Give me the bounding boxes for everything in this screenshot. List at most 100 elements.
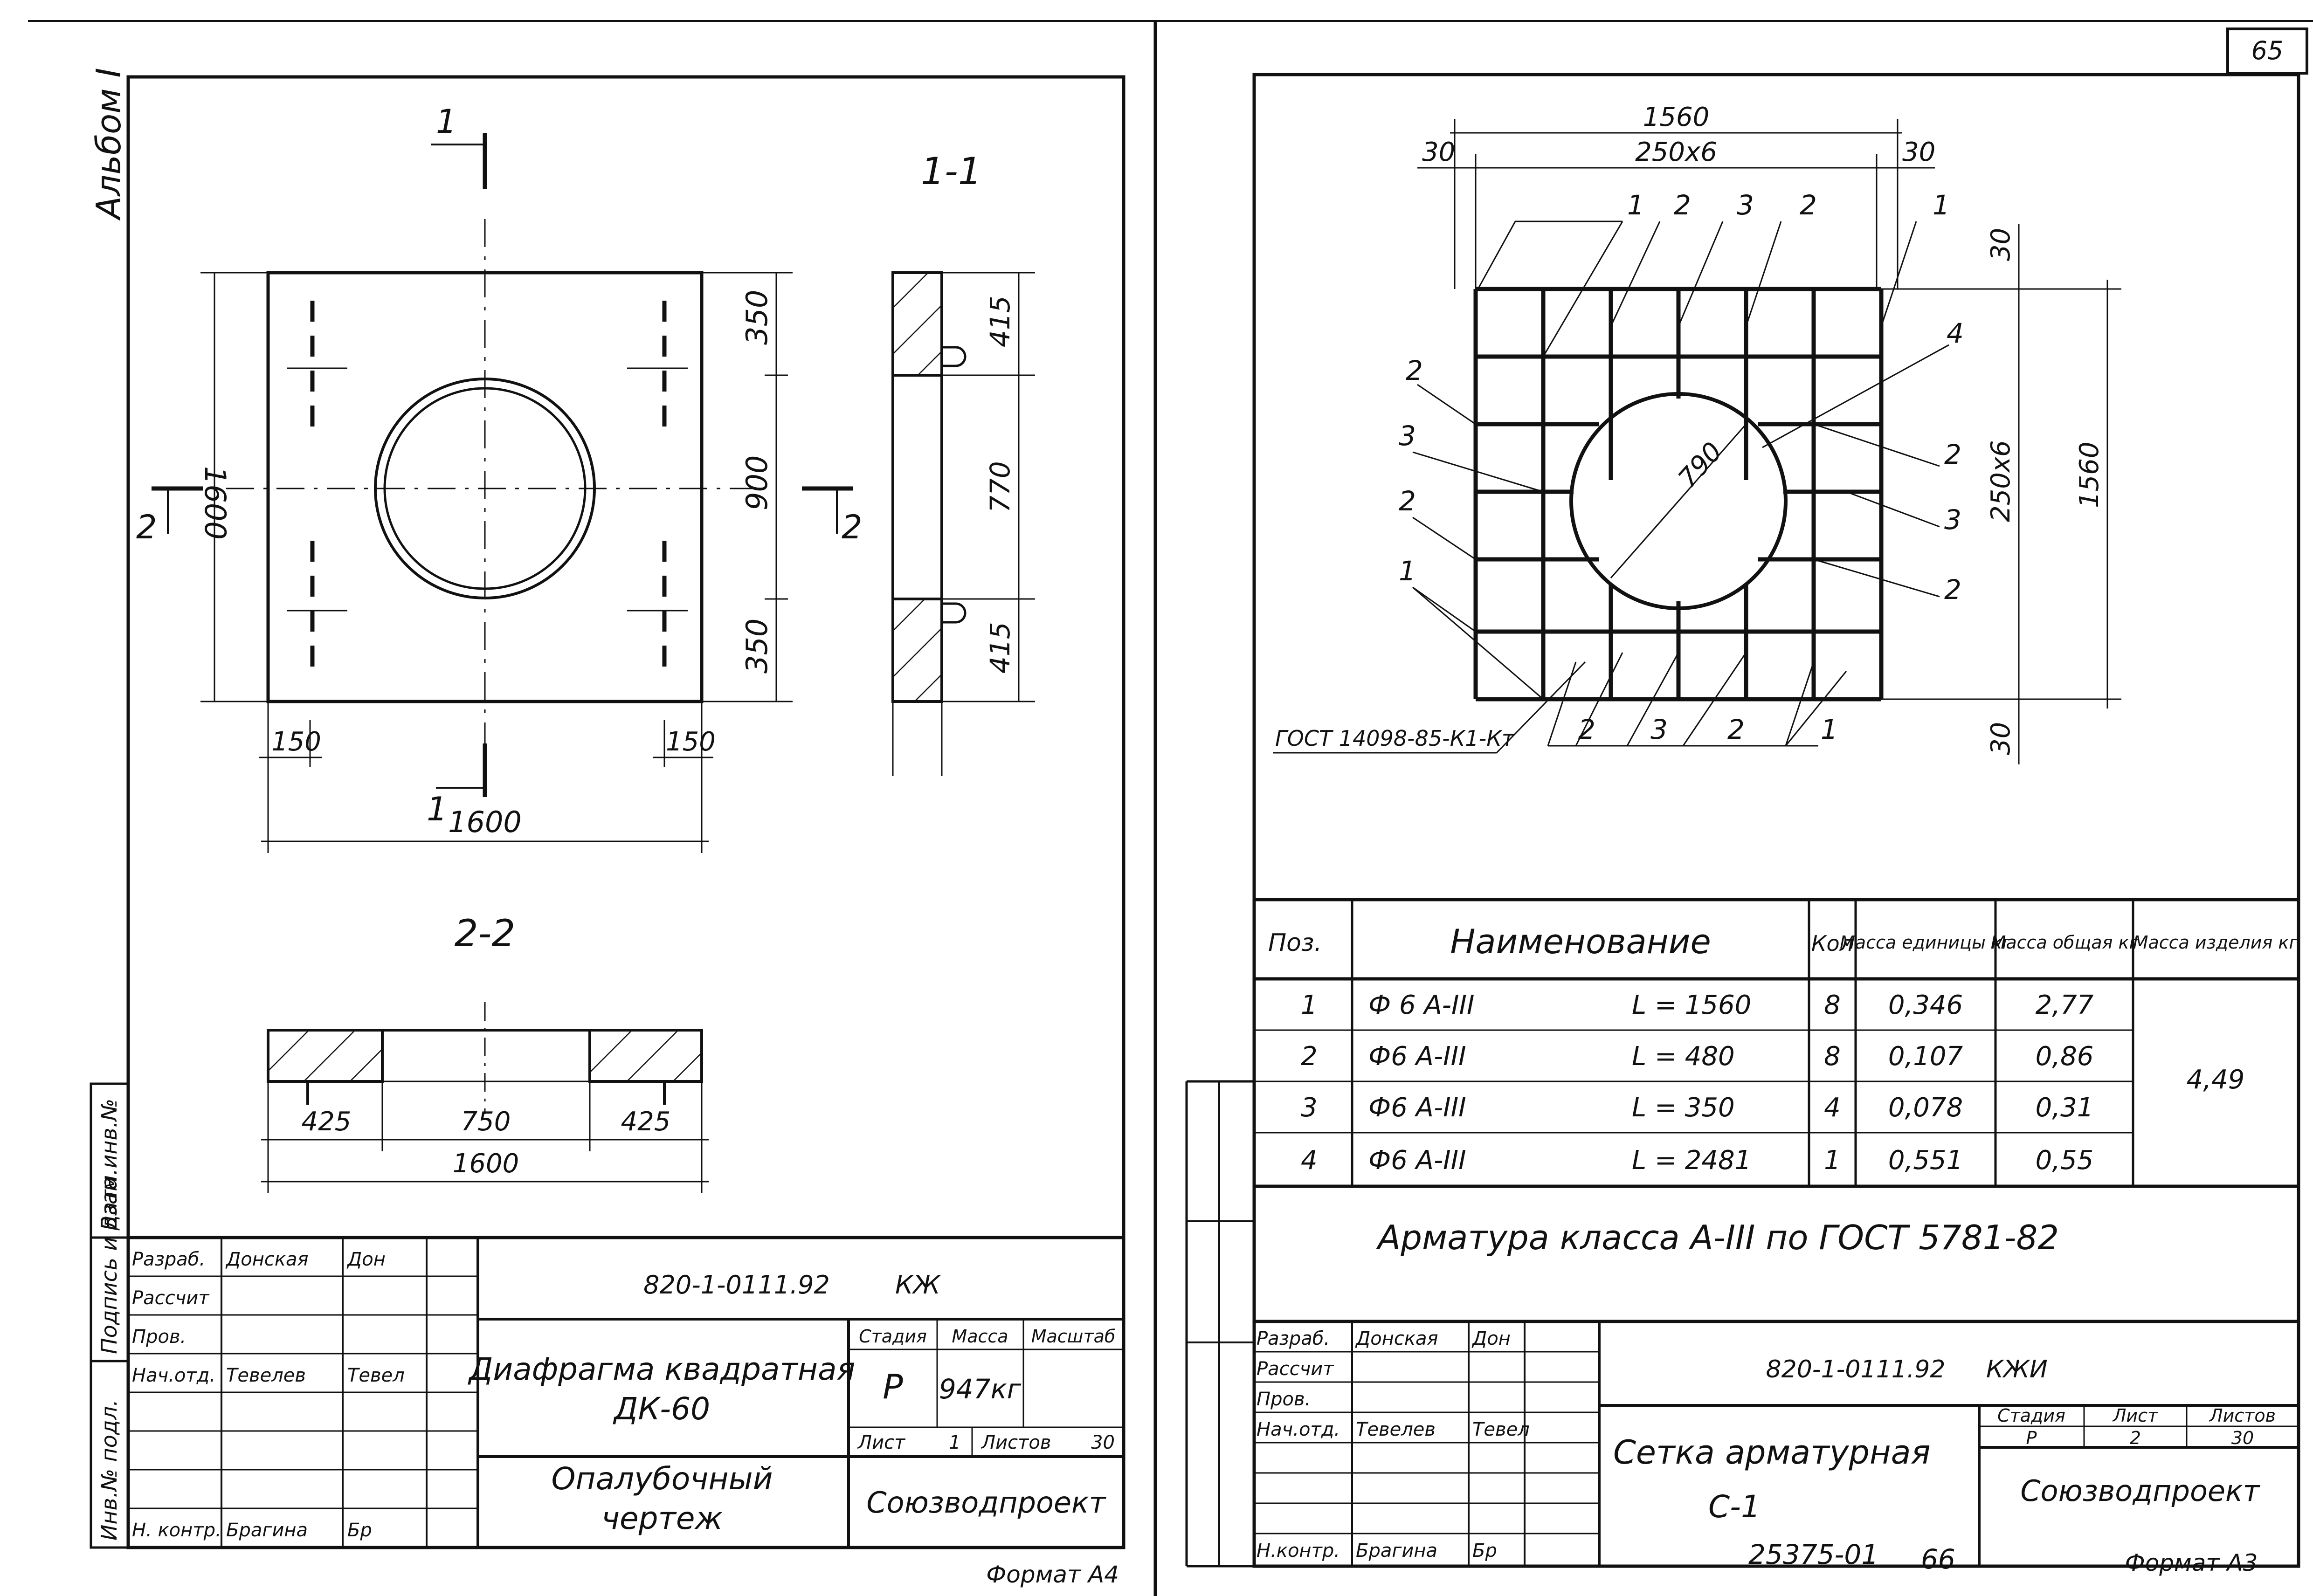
- left-name-4: Тевелев: [226, 1365, 306, 1386]
- spec-length: L = 480: [1632, 1041, 1735, 1072]
- right-role-4: Нач.отд.: [1257, 1419, 1340, 1440]
- leader-left-1: 2: [1406, 355, 1423, 386]
- rebar-note: Арматура класса А-III по ГОСТ 5781-82: [1376, 1218, 2059, 1257]
- spec-length: L = 1560: [1632, 990, 1751, 1020]
- plan-dim-height: 1600: [198, 466, 232, 540]
- section-2-2-label: 2-2: [455, 912, 516, 955]
- leader-right-1: 4: [1947, 317, 1964, 349]
- spec-name: Ф 6 А-III: [1368, 990, 1475, 1020]
- mesh-dim-total-h: 1560: [2074, 441, 2105, 508]
- right-role-2: Рассчит: [1257, 1358, 1334, 1380]
- left-sheet: Взам.инв.№ Подпись и дата Инв.№ подл. 1: [90, 75, 1125, 1588]
- leader-top-5: 1: [1933, 189, 1950, 221]
- right-sign-4: Тевел: [1472, 1419, 1530, 1440]
- plan-view: 1 1 2 2 1600 350 900 350: [136, 103, 863, 853]
- right-hdr-stage: Стадия: [1997, 1405, 2065, 1426]
- leader-left-3: 2: [1399, 485, 1416, 517]
- section-1-1-label: 1-1: [921, 150, 982, 193]
- plan-dim-v-top: 350: [740, 290, 774, 345]
- ring-diameter: 790: [1672, 436, 1728, 494]
- leader-right-3: 3: [1944, 504, 1961, 536]
- mesh-dim-inner-w: 250х6: [1635, 137, 1717, 167]
- section-2-2: 2-2 425 750 425 1600: [261, 912, 709, 1193]
- mesh-drawing: 1560 250х6 30 30: [1273, 102, 2121, 764]
- page-number-box: 65: [2226, 28, 2308, 75]
- spec-qty: 1: [1824, 1145, 1841, 1176]
- plan-dim-width: 1600: [448, 805, 522, 839]
- right-name-1: Донская: [1355, 1328, 1438, 1349]
- left-name-8: Брагина: [226, 1520, 308, 1541]
- section-2-2-dim-right: 425: [621, 1107, 671, 1137]
- right-sign-8: Бр: [1472, 1540, 1497, 1562]
- spec-hdr-product-mass: Масса изделия кг: [2133, 932, 2299, 953]
- left-role-2: Рассчит: [132, 1287, 210, 1309]
- left-hdr-scale: Масштаб: [1031, 1326, 1116, 1347]
- left-mark: КЖ: [895, 1270, 941, 1300]
- left-organization: Союзводпроект: [866, 1486, 1106, 1520]
- spec-unit-mass: 0,551: [1888, 1145, 1963, 1176]
- section-2-2-dim-mid: 750: [461, 1107, 511, 1137]
- right-hdr-sheets: Листов: [2209, 1405, 2276, 1426]
- spec-name: Ф6 А-III: [1368, 1093, 1466, 1123]
- side-cell-replace-inv: Взам.инв.№: [97, 1099, 122, 1231]
- plan-dim-v-bottom: 350: [740, 619, 774, 674]
- spec-pos: 1: [1301, 990, 1318, 1020]
- spec-pos: 2: [1301, 1041, 1318, 1072]
- left-subtitle-line2: чертеж: [601, 1500, 723, 1536]
- right-role-8: Н.контр.: [1257, 1540, 1340, 1562]
- spec-name: Ф6 А-III: [1368, 1041, 1466, 1072]
- right-title-line1: Сетка арматурная: [1613, 1433, 1931, 1472]
- right-sheet-no: 2: [2130, 1428, 2141, 1448]
- leader-right-4: 2: [1944, 574, 1961, 605]
- spec-table: Поз. Наименование Кол Масса единицы кг М…: [1254, 898, 2299, 1188]
- spec-total-mass: 0,55: [2036, 1145, 2094, 1176]
- right-title-block: Разраб. Донская Дон Рассчит Пров. Нач.от…: [1254, 1320, 2299, 1566]
- section-1-1-dim-mid: 770: [984, 461, 1016, 513]
- left-hdr-stage: Стадия: [859, 1326, 927, 1347]
- album-label: Альбом I: [89, 68, 128, 221]
- right-sign-1: Дон: [1471, 1328, 1511, 1349]
- footer-number: 25375-01: [1748, 1539, 1878, 1570]
- left-sign-8: Бр: [347, 1520, 372, 1541]
- mesh-dim-edge-l: 30: [1422, 137, 1455, 167]
- spec-total-mass: 2,77: [2036, 990, 2094, 1020]
- mesh-dim-edge-r: 30: [1902, 137, 1935, 167]
- cut-mark-1-bottom: 1: [427, 790, 448, 828]
- right-mark: КЖИ: [1986, 1355, 2048, 1383]
- plan-dim-v-mid: 900: [740, 455, 774, 510]
- leader-bottom-3: 2: [1727, 714, 1745, 745]
- spec-qty: 4: [1824, 1093, 1841, 1123]
- left-format: Формат А4: [986, 1561, 1119, 1588]
- spec-unit-mass: 0,346: [1888, 990, 1963, 1020]
- spec-row: 2 Ф6 А-III L = 480 8 0,107 0,86: [1301, 1041, 2093, 1072]
- left-mass: 947кг: [939, 1373, 1022, 1405]
- left-subtitle-line1: Опалубочный: [551, 1461, 773, 1497]
- leader-top-2: 2: [1674, 189, 1691, 221]
- spec-pos: 4: [1301, 1145, 1318, 1176]
- leader-left-4: 1: [1399, 555, 1416, 587]
- spec-qty: 8: [1824, 990, 1841, 1020]
- spec-row: 4 Ф6 А-III L = 2481 1 0,551 0,55: [1301, 1145, 2093, 1176]
- right-name-8: Брагина: [1356, 1540, 1437, 1562]
- right-designation: 820-1-0111.92: [1766, 1355, 1946, 1383]
- footer-page: 66: [1921, 1543, 1955, 1575]
- leader-bottom-4: 1: [1821, 714, 1838, 745]
- left-sheets-total: 30: [1091, 1432, 1115, 1453]
- section-1-1: 1-1 415 770 415: [891, 150, 1035, 776]
- left-side-stamp: Взам.инв.№ Подпись и дата Инв.№ подл.: [90, 1082, 130, 1549]
- mesh-dim-edge-t: 30: [1986, 228, 2016, 261]
- leader-bottom-1: 2: [1578, 714, 1595, 745]
- spec-hdr-qty: Кол: [1811, 931, 1853, 956]
- left-title-block: Разраб. Донская Дон Рассчит Пров. Нач.от…: [126, 1236, 1125, 1549]
- spec-product-mass: 4,49: [2187, 1065, 2245, 1095]
- right-hdr-sheet: Лист: [2112, 1405, 2159, 1426]
- mesh-dim-inner-h: 250х6: [1986, 440, 2016, 522]
- spec-pos: 3: [1301, 1093, 1318, 1123]
- leader-top-1: 1: [1627, 189, 1644, 221]
- spec-hdr-unit-mass: Масса единицы кг: [1840, 932, 2012, 953]
- spec-total-mass: 0,31: [2036, 1093, 2094, 1123]
- left-sheet-label: Лист: [857, 1432, 906, 1453]
- spec-unit-mass: 0,107: [1888, 1041, 1963, 1072]
- plan-dim-edge-left: 150: [271, 727, 321, 757]
